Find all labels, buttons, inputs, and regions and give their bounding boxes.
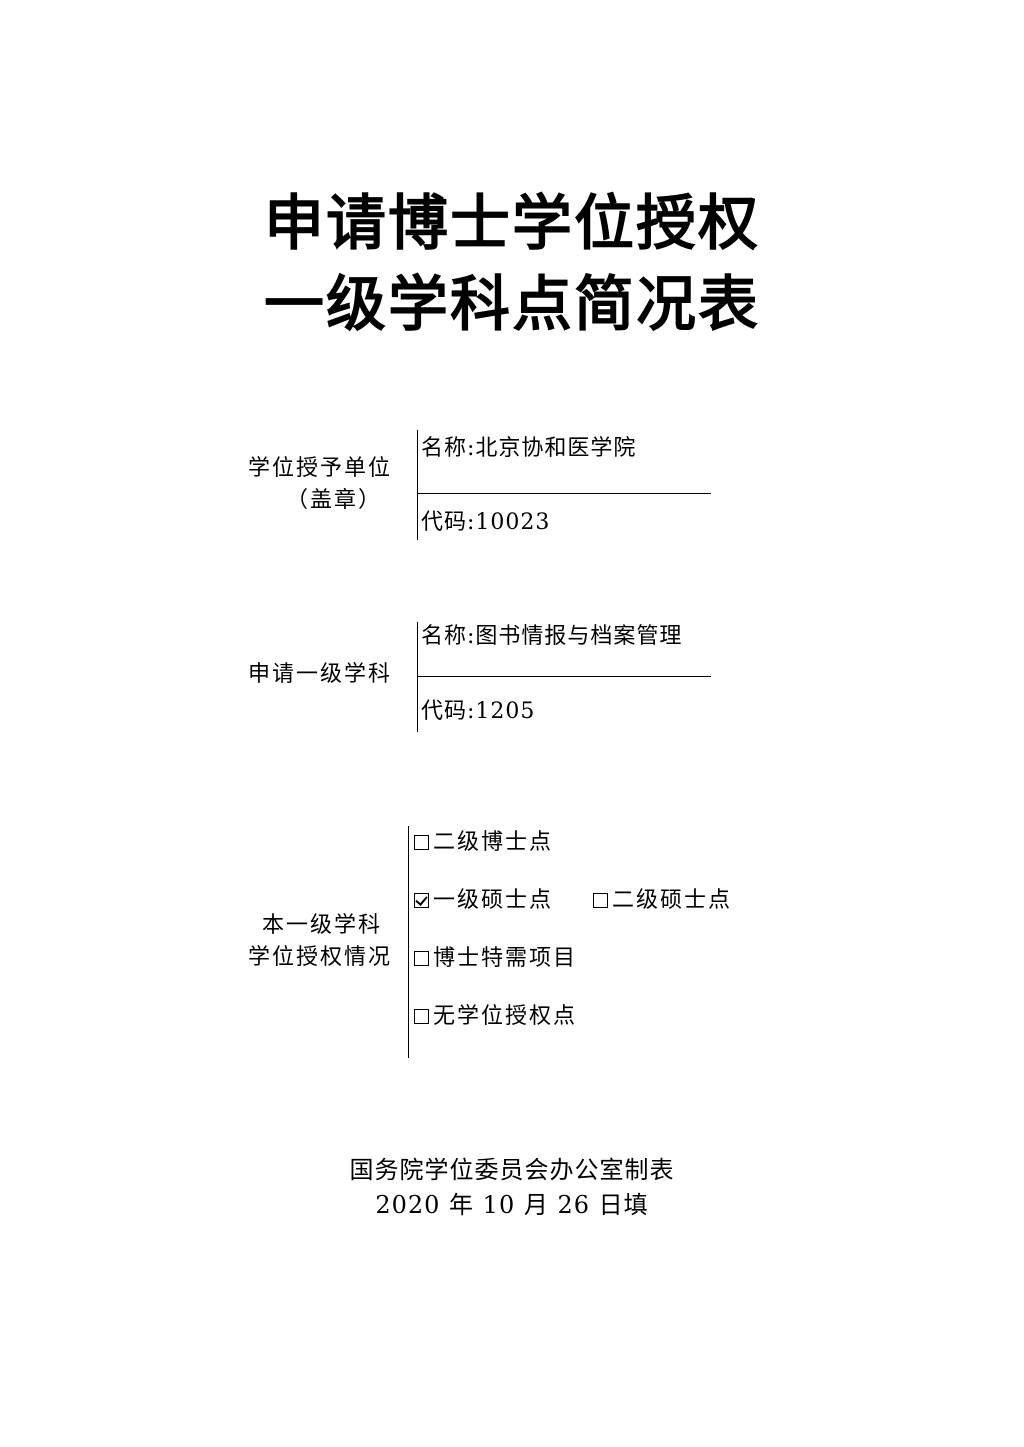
status-label: 本一级学科: [262, 913, 383, 938]
option-no-authorization-label: 无学位授权点: [433, 1004, 578, 1029]
unit-label: 学位授予单位: [248, 456, 393, 481]
unit-code-field: 代码:10023: [421, 510, 551, 535]
option-master-secondary[interactable]: 二级硕士点: [593, 886, 732, 916]
option-no-authorization[interactable]: 无学位授权点: [414, 1002, 577, 1032]
checkbox-no-authorization[interactable]: [414, 1009, 429, 1024]
discipline-separator: [417, 676, 711, 677]
discipline-label: 申请一级学科: [248, 662, 393, 687]
option-doctoral-special-label: 博士特需项目: [433, 946, 578, 971]
checkbox-doctoral-secondary[interactable]: [414, 835, 429, 850]
option-doctoral-special[interactable]: 博士特需项目: [414, 944, 577, 974]
unit-divider: [417, 430, 418, 540]
checkbox-master-primary[interactable]: [414, 893, 429, 908]
discipline-divider: [417, 622, 418, 732]
footer-date: 2020 年 10 月 26 日填: [375, 1191, 649, 1219]
unit-name-field: 名称:北京协和医学院: [421, 436, 637, 461]
option-master-primary-label: 一级硕士点: [433, 888, 554, 913]
option-doctoral-secondary[interactable]: 二级博士点: [414, 828, 553, 858]
status-label-2: 学位授权情况: [248, 945, 393, 970]
discipline-code-field: 代码:1205: [421, 699, 536, 724]
page-title-line-1: 申请博士学位授权: [264, 189, 760, 259]
footer-issuer: 国务院学位委员会办公室制表: [349, 1156, 675, 1184]
status-divider: [408, 826, 409, 1058]
option-master-secondary-label: 二级硕士点: [612, 888, 733, 913]
discipline-name-field: 名称:图书情报与档案管理: [421, 624, 683, 649]
unit-separator: [417, 493, 711, 494]
option-master-primary[interactable]: 一级硕士点: [414, 886, 553, 916]
page-title-line-2: 一级学科点简况表: [264, 270, 760, 340]
option-doctoral-secondary-label: 二级博士点: [433, 830, 554, 855]
checkbox-doctoral-special[interactable]: [414, 951, 429, 966]
unit-label-seal: （盖章）: [286, 488, 383, 513]
checkbox-master-secondary[interactable]: [593, 893, 608, 908]
